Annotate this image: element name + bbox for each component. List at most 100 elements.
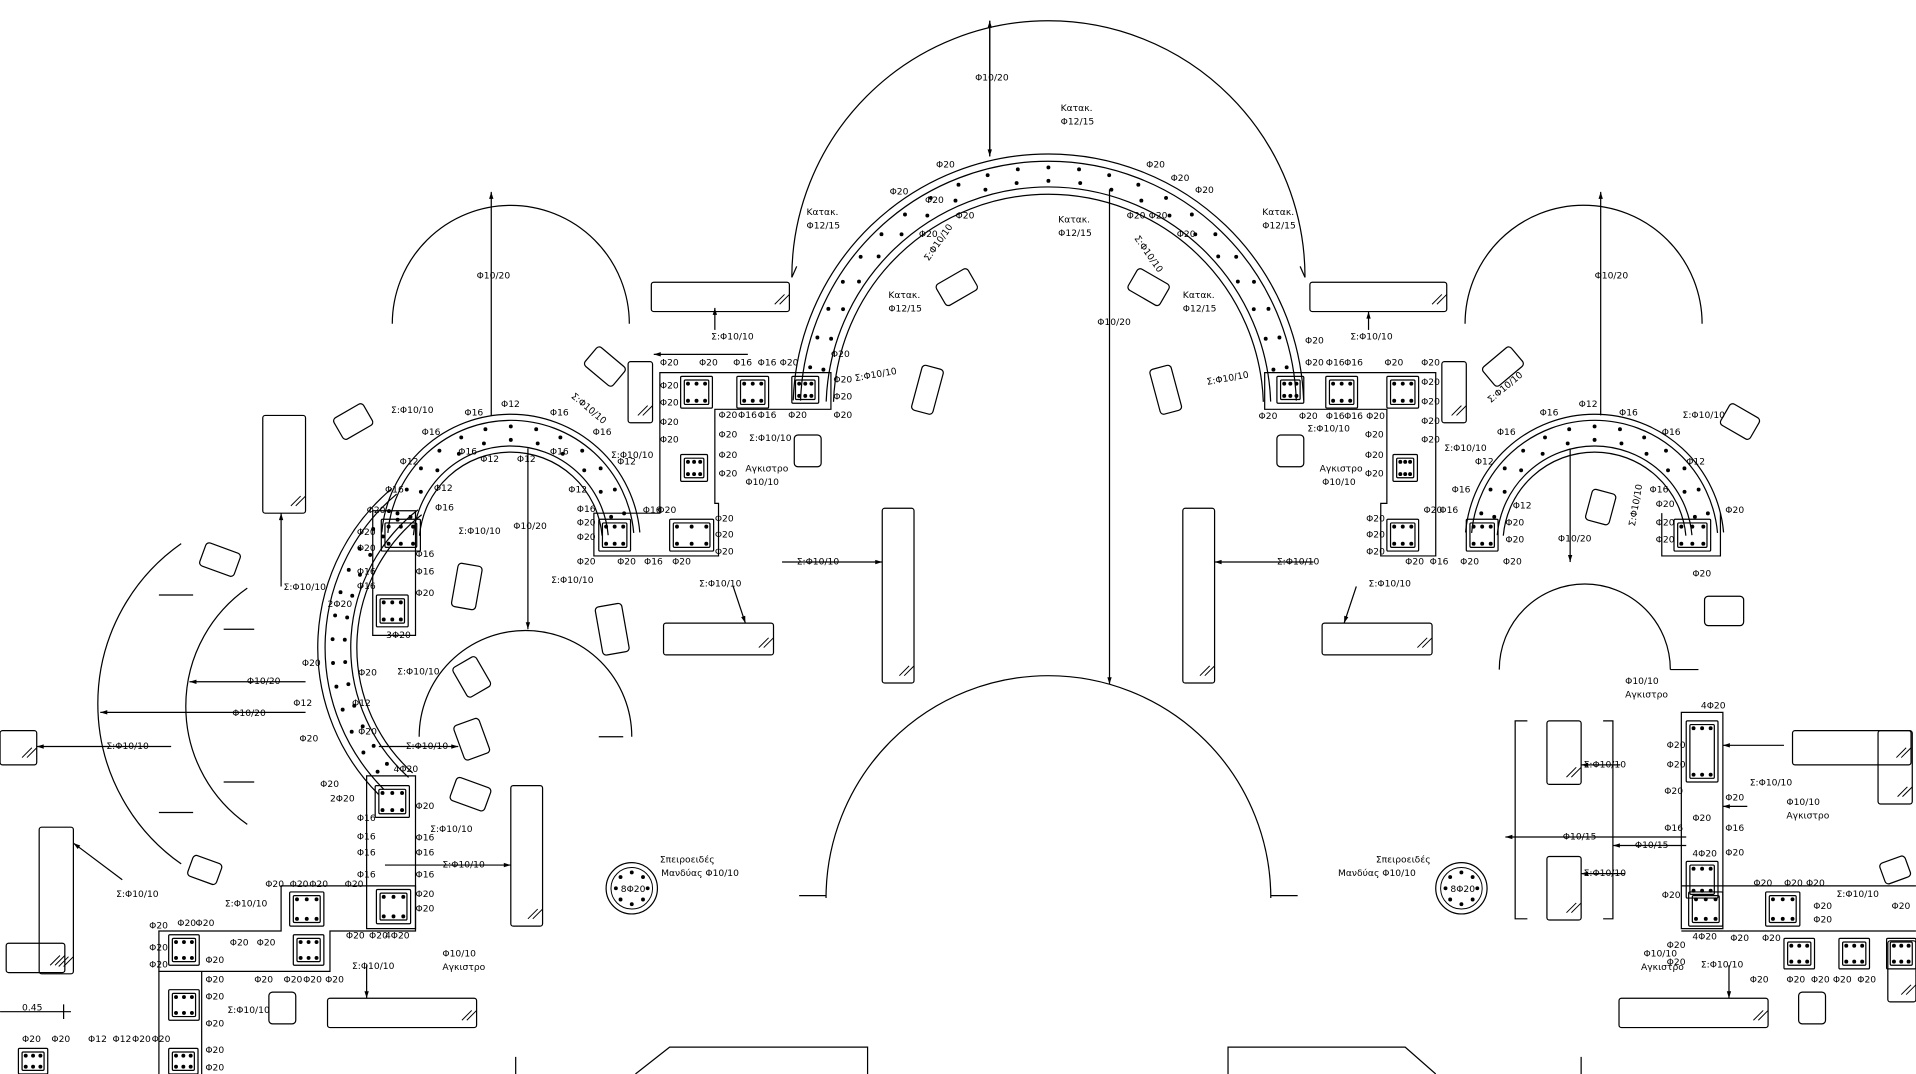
rebar-dot (1789, 943, 1794, 948)
arch-end (1299, 266, 1306, 278)
drawing-label-phi16: Φ16 (357, 831, 376, 842)
hatch-mark (49, 955, 66, 966)
rebar-dot (1015, 167, 1020, 172)
rebar-dot (1592, 424, 1597, 429)
rebar-dot (808, 365, 813, 370)
rebar-dot (404, 487, 409, 492)
drawing-label-phi16: Φ16 (458, 447, 477, 458)
rebar-dot (1771, 897, 1775, 902)
drawing-label-phi12: Φ12 (517, 454, 536, 465)
drawing-label-phi12: Φ12 (1686, 456, 1705, 467)
drawing-label-phi16: Φ16 (1344, 357, 1363, 368)
rebar-arc-outer-inner (387, 419, 635, 534)
drawing-label-phi16: Φ16 (357, 581, 376, 592)
drawing-label-b8phi20: 8Φ20 (621, 884, 646, 895)
tilted-element (199, 542, 241, 577)
drawing-label-phi16: Φ16 (758, 410, 777, 421)
rebar-dot (689, 524, 694, 529)
drawing-label-phi20: Φ20 (22, 1034, 41, 1045)
drawing-label-phi20: Φ20 (254, 974, 273, 985)
drawing-label-phi12: Φ12 (112, 1034, 131, 1045)
tilted-element (1703, 595, 1745, 627)
drawing-label-phi10-20: Φ10/20 (975, 73, 1009, 84)
arrow-head (364, 991, 369, 999)
drawing-label-phi20: Φ20 (1405, 556, 1424, 567)
tilted-element (1719, 403, 1761, 440)
rebar-dot (1708, 726, 1713, 731)
arrow-head (489, 191, 494, 199)
rebar-arc-inner-inner (418, 451, 603, 536)
rebar-dot (1014, 181, 1019, 186)
drawing-label-phi16: Φ16 (644, 556, 663, 567)
drawing-label-phi20: Φ20 (1725, 505, 1744, 516)
column-section (168, 989, 200, 1021)
hatch-mark (1431, 294, 1448, 305)
drawing-label-stirrup: Σ:Φ10/10 (227, 1005, 270, 1016)
wall-outline (593, 372, 832, 557)
rebar-dot (858, 254, 863, 259)
drawing-label-phi10-20: Φ10/20 (1595, 271, 1629, 282)
rebar-dot (1252, 279, 1256, 284)
drawing-label-katak: Κατακ. (1061, 103, 1093, 114)
rebar-dot (386, 524, 391, 529)
rebar-dot (331, 661, 335, 665)
drawing-label-phi20: Φ20 (919, 229, 938, 240)
drawing-label-phi16: Φ16 (1664, 823, 1683, 834)
drawing-label-phi20: Φ20 (660, 398, 679, 409)
drawing-label-phi10-10: Φ10/10 (1643, 949, 1677, 960)
rebar-dot (1682, 489, 1687, 494)
column-section (680, 375, 714, 409)
rebar-dot (1701, 524, 1706, 529)
drawing-label-stirrup: Σ:Φ10/10 (106, 741, 149, 752)
drawing-label-phi20: Φ20 (1725, 847, 1744, 858)
tilted-element (1879, 855, 1912, 885)
rebar-dot (314, 897, 319, 902)
rebar-dot (686, 398, 690, 403)
drawing-label-phi20: Φ20 (132, 1034, 151, 1045)
rebar-dot (1519, 468, 1524, 473)
rebar-dot (398, 541, 403, 546)
arrow-head (1612, 843, 1620, 848)
rebar-arc-inner (1496, 445, 1693, 536)
drawing-label-phi10-10: Φ10/10 (1322, 477, 1356, 488)
spiral-column-inner (610, 867, 654, 910)
rebar-dot (391, 894, 396, 899)
drawing-label-phi20: Φ20 (660, 417, 679, 428)
left-curved-band-inner (350, 509, 419, 778)
rebar-dot (1642, 435, 1647, 440)
column-section (669, 518, 715, 552)
drawing-label-phi16: Φ16 (357, 869, 376, 880)
rebar-dot (400, 808, 405, 813)
column-stirrup (1689, 864, 1715, 895)
column-section (1386, 518, 1420, 552)
rebar-dot (174, 1010, 178, 1015)
drawing-label-phi12: Φ12 (1475, 456, 1494, 467)
drawing-label-phi20: Φ20 (1667, 940, 1686, 951)
drawing-label-phi20: Φ20 (660, 357, 679, 368)
drawing-label-stirrup: Σ:Φ10/10 (1584, 868, 1627, 879)
drawing-label-phi16: Φ16 (1650, 484, 1669, 495)
arrow-head (1214, 559, 1222, 565)
rebar-dot (686, 381, 690, 386)
rebar-dot (704, 524, 709, 529)
rebar-dot (357, 546, 362, 551)
column-section (1685, 860, 1719, 899)
rebar-dot (390, 600, 395, 605)
bottom-outline (515, 1046, 1582, 1074)
column-section (1783, 937, 1816, 970)
drawing-label-b4phi20: 4Φ20 (1692, 849, 1717, 860)
tilted-element (935, 268, 979, 307)
drawing-label-stirrup: Σ:Φ10/10 (352, 961, 395, 972)
rebar-dot (1288, 393, 1293, 398)
drawing-label-phi20: Φ20 (715, 547, 734, 558)
drawing-label-phi12: Φ12 (1513, 500, 1532, 511)
drawing-label-phi16: Φ16 (1430, 556, 1449, 567)
rebar-dot (1078, 181, 1083, 186)
drawing-label-phi20: Φ20 (1259, 411, 1278, 422)
tilted-element (793, 434, 822, 468)
arrow-head (1581, 762, 1589, 768)
rebar-dot (1403, 459, 1408, 464)
drawing-label-stirrup: Σ:Φ10/10 (442, 860, 485, 871)
tilted-element (450, 562, 483, 611)
drawing-label-b8phi20: 8Φ20 (1450, 884, 1475, 895)
